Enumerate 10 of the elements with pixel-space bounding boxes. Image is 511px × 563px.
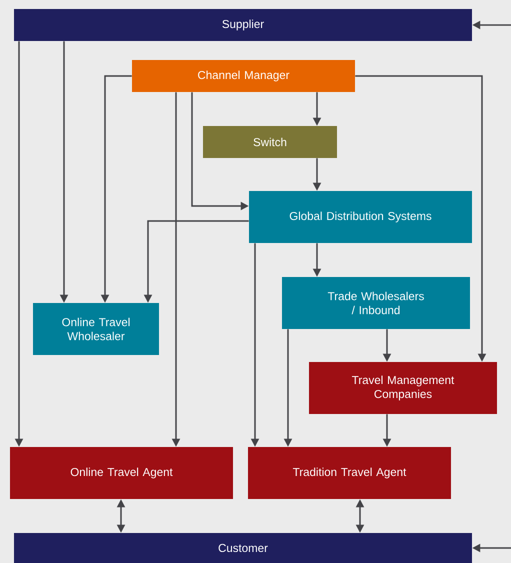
process-box: Tradition Travel Agent [248,447,451,499]
process-box: Channel Manager [132,60,355,92]
process-box: Customer [14,533,472,563]
process-box: Global Distribution Systems [249,191,472,243]
process-box: Travel Management Companies [309,362,497,414]
process-box: Online Travel Agent [10,447,233,499]
process-box: Switch [203,126,337,158]
process-box: Supplier [14,9,472,41]
process-box: Online Travel Wholesaler [33,303,159,355]
process-box: Trade Wholesalers / Inbound [282,277,470,329]
